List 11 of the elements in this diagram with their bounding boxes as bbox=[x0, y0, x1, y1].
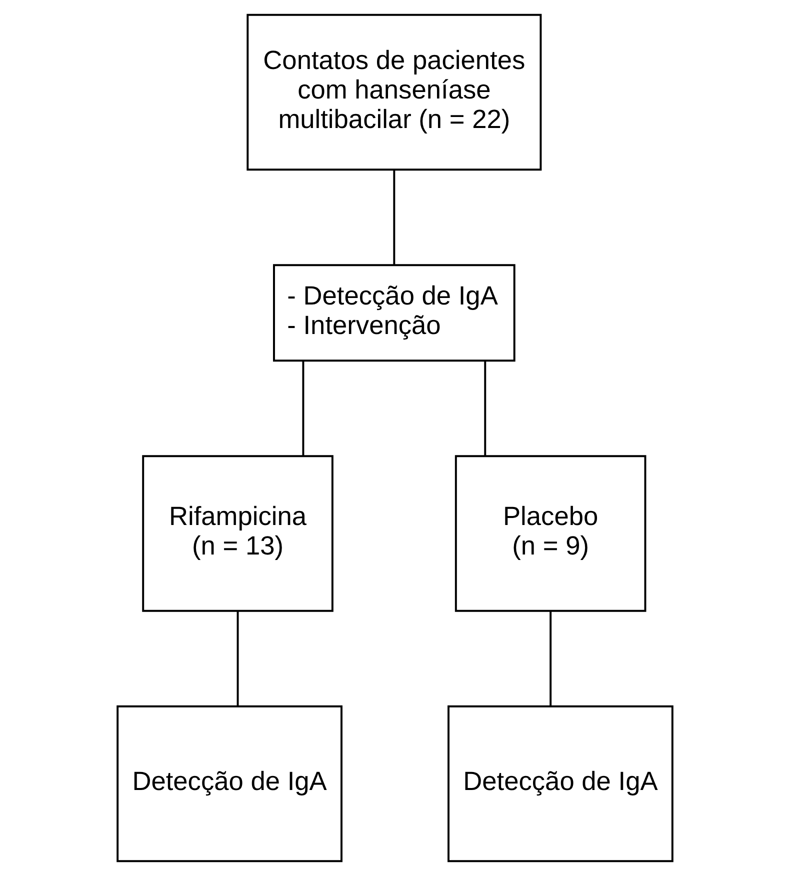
node-box: - Detecção de IgA - Intervenção bbox=[272, 264, 515, 362]
node-box: Placebo (n = 9) bbox=[454, 455, 646, 612]
connector bbox=[236, 611, 238, 706]
node-box: Detecção de IgA bbox=[447, 705, 673, 862]
node-box: Contatos de pacientes com hanseníase multibacilar (n = 22) bbox=[246, 14, 542, 171]
connector bbox=[484, 360, 486, 456]
connector bbox=[549, 611, 552, 706]
connector bbox=[392, 170, 395, 265]
connector bbox=[302, 360, 304, 456]
node-box: Detecção de IgA bbox=[116, 705, 342, 862]
node-box: Rifampicina (n = 13) bbox=[142, 455, 333, 612]
